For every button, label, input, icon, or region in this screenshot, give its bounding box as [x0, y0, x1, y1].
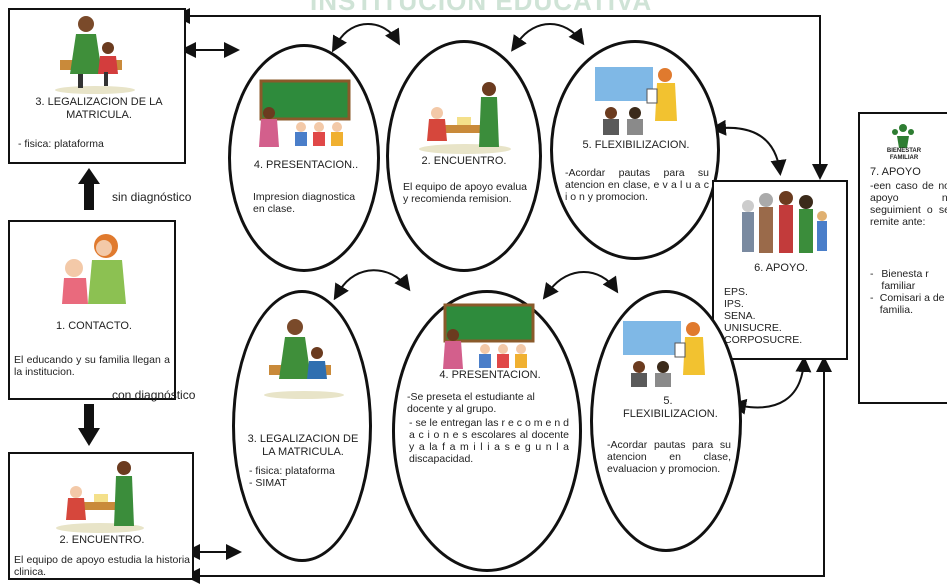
bienestar-item-text: Comisari a de familia. — [879, 292, 945, 316]
bienestar-item: -Comisari a de familia. — [870, 292, 947, 316]
flexibilizacion-oval-top: 5. FLEXIBILIZACION. -Acordar pautas para… — [550, 40, 720, 260]
legalizacion-bottom-list: - fisica: plataforma - SIMAT — [249, 465, 369, 489]
teacher-student-illustration — [55, 16, 135, 94]
contacto-title: 1. CONTACTO. — [56, 320, 132, 332]
legalizacion-title: 3. LEGALIZACION DE LA MATRICULA. — [35, 96, 163, 121]
bienestar-item: -Bienesta r familiar — [870, 268, 947, 292]
presentacion-top-title: 4. PRESENTACION.. — [253, 159, 359, 171]
apoyo-item: SENA. — [724, 310, 756, 322]
apoyo-box: 6. APOYO. EPS. IPS. SENA. UNISUCRE. CORP… — [712, 180, 848, 360]
apoyo-item: EPS. — [724, 286, 748, 298]
bienestar-list: -Bienesta r familiar -Comisari a de fami… — [870, 268, 947, 316]
bienestar-title: 7. APOYO — [870, 166, 921, 178]
flexibilizacion-bottom-title: 5. FLEXIBILIZACION. — [623, 395, 718, 420]
encuentro-illustration — [56, 461, 144, 533]
presentacion-bottom-text2: - se le entregan las r e c o m e n d a c… — [409, 417, 569, 465]
encuentro-box-bottom: 2. ENCUENTRO. El equipo de apoyo estudia… — [8, 452, 194, 580]
flexibilizacion-top-text: -Acordar pautas para su atencion en clas… — [565, 167, 709, 203]
mother-child-illustration — [62, 234, 126, 304]
bienestar-text: -een caso de no apoyo ni seguimient o se… — [870, 180, 947, 228]
con-diagnostico-label: con diagnóstico — [112, 388, 196, 402]
flexibilizacion-top-title: 5. FLEXIBILIZACION. — [582, 139, 690, 151]
legalizacion-item: - SIMAT — [249, 477, 287, 489]
flexibilizacion-oval-bottom: 5. FLEXIBILIZACION. -Acordar pautas para… — [590, 290, 742, 552]
bienestar-logo-text: BIENESTAR FAMILIAR — [886, 148, 922, 161]
teacher-student-illustration-2 — [264, 319, 344, 399]
legalizacion-oval-bottom: 3. LEGALIZACION DE LA MATRICULA. - fisic… — [232, 290, 372, 562]
contacto-text: El educando y su familia llegan a la ins… — [14, 354, 170, 378]
presentacion-bottom-title: 4. PRESENTACION. — [439, 369, 541, 381]
classroom-illustration-2 — [443, 303, 535, 369]
bienestar-item-text: Bienesta r familiar — [881, 268, 929, 292]
presentacion-oval-top: 4. PRESENTACION.. Impresion diagnostica … — [228, 44, 380, 272]
apoyo-item: UNISUCRE. — [724, 322, 782, 334]
apoyo-list: EPS. IPS. SENA. UNISUCRE. CORPOSUCRE. — [720, 286, 848, 346]
legalizacion-bottom-title: 3. LEGALIZACION DE LA MATRICULA. — [247, 433, 359, 458]
encuentro-oval-top: 2. ENCUENTRO. El equipo de apoyo evalua … — [386, 40, 542, 272]
presentacion-oval-bottom: 4. PRESENTACION. -Se preseta el estudian… — [392, 290, 582, 572]
presentacion-bottom-text1: -Se preseta el estudiante al docente y a… — [407, 391, 535, 415]
legalizacion-item-text: fisica: plataforma — [255, 465, 335, 477]
legalizacion-text: - fisica: plataforma — [18, 138, 104, 150]
bienestar-box: BIENESTAR FAMILIAR 7. APOYO -een caso de… — [858, 112, 947, 404]
apoyo-title: 6. APOYO. — [754, 262, 808, 274]
apoyo-item: CORPOSUCRE. — [724, 334, 803, 346]
encuentro-bottom-title: 2. ENCUENTRO. — [59, 534, 145, 546]
classroom-illustration — [259, 79, 351, 147]
contacto-box: 1. CONTACTO. El educando y su familia ll… — [8, 220, 176, 400]
family-illustration — [742, 191, 827, 253]
sin-diagnostico-label: sin diagnóstico — [112, 190, 192, 204]
apoyo-item: IPS. — [724, 298, 744, 310]
legalizacion-box-top: 3. LEGALIZACION DE LA MATRICULA. - fisic… — [8, 8, 186, 164]
legalizacion-item-text: SIMAT — [255, 477, 287, 489]
encuentro-bottom-text: El equipo de apoyo estudia la historia c… — [14, 554, 190, 578]
flexibilizacion-bottom-text: -Acordar pautas para su atencion en clas… — [607, 439, 731, 475]
presentacion-top-text: Impresion diagnostica en clase. — [253, 191, 356, 215]
teacher-board-illustration-2 — [623, 321, 705, 387]
bienestar-logo-icon — [892, 124, 914, 148]
encuentro-top-illustration — [419, 82, 511, 154]
teacher-board-illustration — [595, 67, 677, 135]
encuentro-top-text: El equipo de apoyo evalua y recomienda r… — [403, 181, 527, 205]
legalizacion-item: - fisica: plataforma — [249, 465, 335, 477]
encuentro-top-title: 2. ENCUENTRO. — [421, 155, 507, 167]
